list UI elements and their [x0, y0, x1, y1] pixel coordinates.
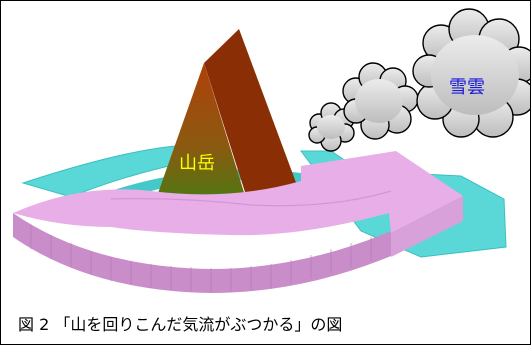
cloud-large — [412, 8, 530, 138]
mountain — [151, 29, 301, 215]
snow-clouds — [308, 8, 530, 152]
airflow-arrow — [13, 151, 463, 293]
airflow-arrow-inner-curve — [110, 190, 392, 207]
cloud-medium — [342, 62, 419, 140]
mountain-label: 山岳 — [179, 153, 215, 174]
cloud-small — [308, 102, 355, 152]
airflow-arrow-side-hatch — [30, 225, 372, 292]
mountain-side-face — [204, 29, 301, 211]
airflow-arrow-top — [13, 151, 463, 236]
airflow-arrow-head-front — [391, 196, 463, 257]
mountain-front-face — [151, 63, 251, 215]
airflow-arrow-side — [13, 213, 391, 293]
figure-caption: 図 2 「山を回りこんだ気流がぶつかる」の図 — [18, 315, 343, 334]
cloud-label: 雪雲 — [449, 77, 485, 98]
